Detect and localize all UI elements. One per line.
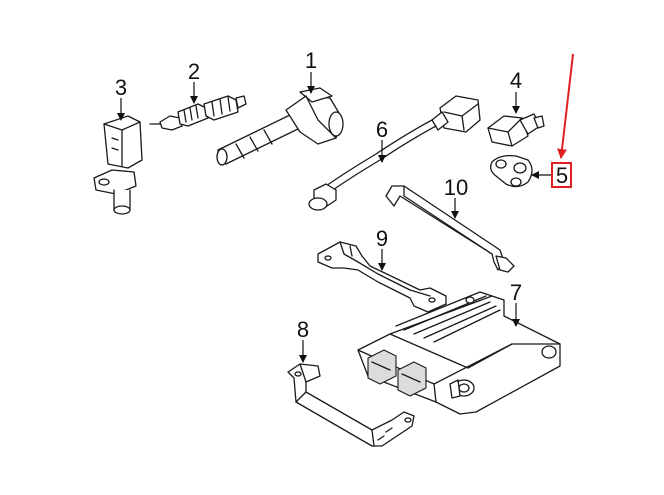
callout-5-highlight-box [551,162,572,188]
callout-2: 2 [188,59,200,84]
callout-4: 4 [510,68,522,93]
part-6-knock-sensor [308,95,481,211]
part-5-gasket [490,154,533,188]
callout-8: 8 [297,317,309,342]
part-2-spark-plug [149,95,247,131]
part-10-bracket [385,185,515,273]
part-7-control-module [357,291,561,415]
callouts: 1 2 3 4 5 6 7 8 9 10 [115,48,572,342]
callout-3: 3 [115,75,127,100]
callout-6: 6 [376,117,388,142]
part-4-camshaft-sensor [487,113,545,147]
part-3-position-sensor [93,115,143,215]
part-8-lower-bracket [287,363,415,447]
callout-5: 5 [556,163,568,188]
callout-1: 1 [305,48,317,73]
part-9-mounting-plate [317,241,447,313]
callout-9: 9 [376,226,388,251]
callout-7: 7 [510,280,522,305]
highlight-arrow [557,53,574,159]
callout-10: 10 [444,175,468,200]
leader-lines [117,53,574,363]
